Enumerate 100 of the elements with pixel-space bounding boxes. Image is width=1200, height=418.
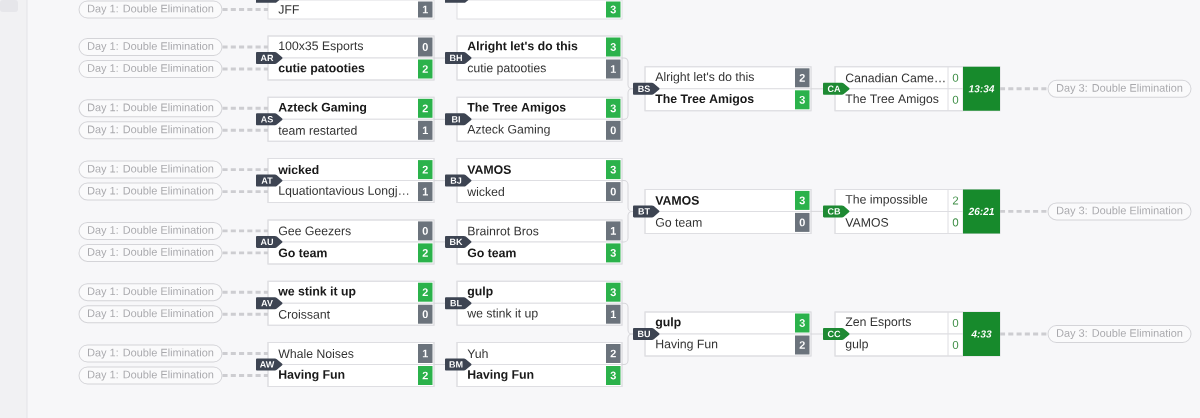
match-badge: CC xyxy=(823,328,850,340)
score-cell: 2 xyxy=(947,188,959,212)
score-box: 3 xyxy=(606,98,621,118)
match-card xyxy=(445,219,623,265)
dashed-connector xyxy=(222,128,268,132)
match-card xyxy=(445,158,623,204)
match-card xyxy=(445,280,623,326)
score-cell: 0 xyxy=(947,88,959,112)
score-box: 3 xyxy=(795,190,810,210)
stage-pill: Day 1: Double Elimination xyxy=(78,283,223,302)
score-box: 0 xyxy=(606,182,621,202)
score-cell: 0 xyxy=(947,311,959,335)
match-timer: 26:21 xyxy=(963,189,1000,234)
dashed-connector xyxy=(222,290,268,294)
stage-pill: Day 1: Double Elimination xyxy=(78,243,223,262)
dashed-connector xyxy=(222,312,268,316)
match-card xyxy=(633,188,812,234)
match-card xyxy=(256,219,435,265)
dashed-connector xyxy=(222,229,268,233)
match-card xyxy=(256,158,435,204)
stage-pill: Day 3: Double Elimination xyxy=(1047,202,1192,221)
score-box: 1 xyxy=(418,182,433,202)
match-card xyxy=(445,96,623,142)
match-badge: AV xyxy=(256,297,283,310)
dashed-connector xyxy=(1000,87,1048,91)
score-box: 0 xyxy=(795,212,810,232)
score-box: 1 xyxy=(418,120,433,140)
score-box: 3 xyxy=(606,243,621,263)
dashed-connector xyxy=(222,8,268,11)
dashed-connector xyxy=(222,67,268,71)
score-box: 1 xyxy=(606,221,621,241)
match-card xyxy=(633,66,812,112)
score-box: 3 xyxy=(795,90,810,110)
match-card xyxy=(256,280,435,326)
score-box: 3 xyxy=(795,313,810,333)
dashed-connector xyxy=(222,45,268,49)
team-row xyxy=(456,0,623,20)
match-card xyxy=(633,311,812,357)
match-badge: BH xyxy=(445,52,472,64)
stage-pill: Day 3: Double Elimination xyxy=(1047,79,1192,98)
match-badge: AR xyxy=(256,52,283,64)
bracket-line xyxy=(621,333,634,365)
score-box: 2 xyxy=(418,98,433,118)
score-box: 2 xyxy=(418,282,433,302)
match-card xyxy=(256,96,435,142)
dashed-connector xyxy=(222,190,268,194)
connector-line xyxy=(433,364,446,365)
stage-pill: Day 1: Double Elimination xyxy=(78,99,223,118)
score-cell: 0 xyxy=(947,210,959,234)
score-box: 2 xyxy=(606,344,621,363)
stage-pill: Day 1: Double Elimination xyxy=(78,38,223,56)
stage-pill: Day 3: Double Elimination xyxy=(1047,325,1192,343)
score-box: 1 xyxy=(606,59,621,79)
score-box: 3 xyxy=(606,37,621,57)
stage-pill: Day 1: Double Elimination xyxy=(78,121,223,140)
dashed-connector xyxy=(222,352,268,355)
dashed-connector xyxy=(1000,332,1048,336)
match-card xyxy=(823,66,1001,112)
match-badge: BL xyxy=(445,297,472,310)
stage-pill: Day 1: Double Elimination xyxy=(78,60,223,78)
score-box: 0 xyxy=(606,120,621,140)
dashed-connector xyxy=(222,168,268,172)
score-cell: 0 xyxy=(947,66,959,90)
score-box: 0 xyxy=(418,304,433,324)
dashed-connector xyxy=(222,251,268,255)
dashed-connector xyxy=(222,106,268,110)
match-badge: BU xyxy=(633,328,660,340)
match-card xyxy=(445,342,623,387)
team-row: JFF 1 xyxy=(267,0,435,20)
stage-pill: Day 1: Double Elimination xyxy=(78,344,223,363)
score-box: 2 xyxy=(418,243,433,263)
match-card xyxy=(823,311,1001,357)
score-box: 2 xyxy=(418,160,433,180)
score-box: 2 xyxy=(418,59,433,79)
stage-pill: Day 1: Double Elimination xyxy=(78,182,223,201)
score-box: 0 xyxy=(418,37,433,57)
match-card xyxy=(823,188,1001,234)
match-timer: 13:34 xyxy=(963,66,1000,111)
score-box: 2 xyxy=(795,335,810,355)
score-box: 1 xyxy=(418,344,433,363)
bracket-line xyxy=(621,88,634,120)
score-box: 3 xyxy=(606,282,621,302)
bracket-line xyxy=(621,210,634,243)
bracket-line xyxy=(621,302,634,335)
score-box: 3 xyxy=(606,366,621,385)
dashed-connector xyxy=(1000,209,1048,213)
score-cell: 0 xyxy=(947,333,959,357)
score-box: 2 xyxy=(418,366,433,385)
stage-pill: Day 1: Double Elimination xyxy=(78,160,223,179)
stage-pill: Day 1: Double Elimination xyxy=(78,366,223,385)
dashed-connector xyxy=(222,374,268,377)
match-card xyxy=(256,342,435,387)
match-timer: 4:33 xyxy=(963,312,1000,356)
score-box: 3 xyxy=(606,160,621,180)
score-box: 0 xyxy=(418,221,433,241)
stage-pill: Day 1: Double Elimination xyxy=(78,305,223,324)
match-card xyxy=(256,35,435,81)
match-card xyxy=(445,35,623,81)
score-box: 1 xyxy=(606,304,621,324)
stage-pill: Day 1: Double Elimination xyxy=(78,221,223,240)
